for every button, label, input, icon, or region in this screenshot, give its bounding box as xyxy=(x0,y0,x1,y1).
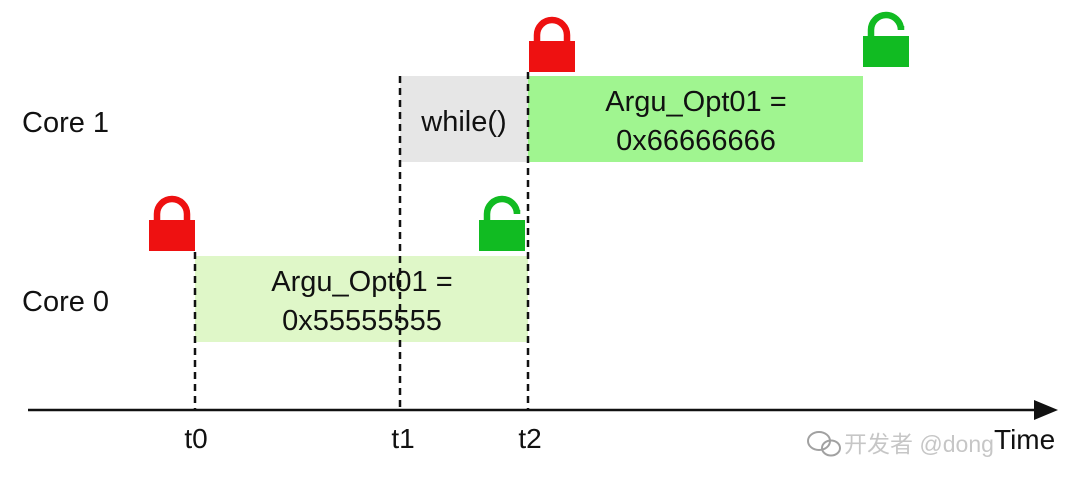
core0-write-label-line1: Argu_Opt01 = xyxy=(271,266,452,298)
lock-open-icon xyxy=(863,11,909,67)
core0-row-label: Core 0 xyxy=(22,286,109,318)
lock-closed-icon xyxy=(529,16,575,72)
lock-open-icon xyxy=(479,195,525,251)
core1-row-label: Core 1 xyxy=(22,107,109,139)
core1-write-label-line2: 0x66666666 xyxy=(616,125,776,157)
watermark: 开发者 @dong xyxy=(807,431,994,457)
core1-wait-block xyxy=(400,76,528,162)
t0-tick-label: t0 xyxy=(184,423,207,454)
core1-wait-label: while() xyxy=(420,106,506,138)
core0-write-label-line2: 0x55555555 xyxy=(282,305,442,337)
core1-write-label-line1: Argu_Opt01 = xyxy=(605,86,786,118)
time-axis-label: Time xyxy=(994,424,1055,455)
time-axis-arrowhead xyxy=(1034,400,1058,420)
core1-write-block xyxy=(528,76,863,162)
t1-tick-label: t1 xyxy=(391,423,414,454)
core0-write-block xyxy=(195,256,528,342)
watermark-text: 开发者 @dong xyxy=(844,431,994,457)
t2-tick-label: t2 xyxy=(518,423,541,454)
lock-closed-icon xyxy=(149,195,195,251)
wechat-icon xyxy=(807,431,841,457)
